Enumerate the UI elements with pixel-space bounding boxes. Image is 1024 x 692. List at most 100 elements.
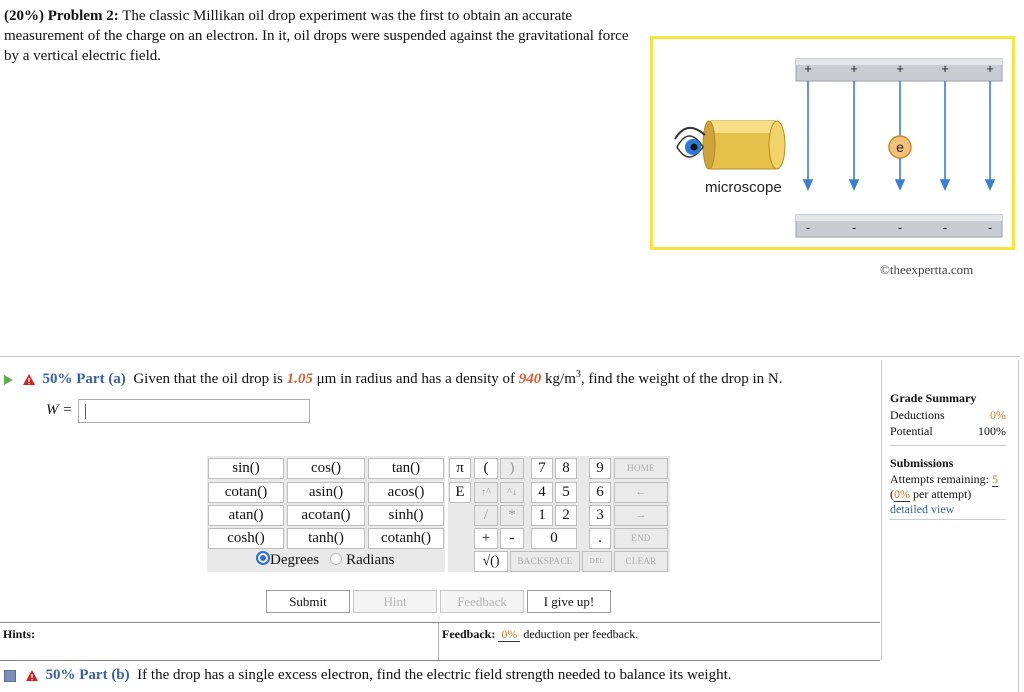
problem-text: The classic Millikan oil drop experiment… [4,8,629,64]
fn-key[interactable]: acos() [368,482,444,503]
close-paren-key[interactable]: ) [500,458,524,479]
per-attempt-text: per attempt) [913,487,972,501]
radius-value: 1.05 [286,371,313,387]
attempts-row: Attempts remaining: 5 [890,472,1006,487]
per-attempt-row: (0% per attempt) [890,487,1006,502]
millikan-diagram: + + + + + - - - - - e microscope [650,36,1015,250]
fn-key[interactable]: cotanh() [368,528,444,549]
submit-button[interactable]: Submit [266,590,350,613]
plus-sign: + [804,61,812,76]
minus-sign: - [806,220,810,235]
fn-key[interactable]: cos() [287,458,365,479]
density-value: 940 [518,371,542,387]
grade-summary: Grade Summary Deductions 0% Potential 10… [890,391,1006,520]
side-divider [881,360,882,660]
submissions-title: Submissions [890,456,954,470]
part-b-percent: 50% [45,667,76,683]
divide-key[interactable]: / [474,505,498,526]
electron-icon [888,135,912,159]
digit-key[interactable]: 5 [555,482,577,503]
section-divider [0,356,1020,357]
digit-key[interactable]: 3 [589,505,611,526]
backspace-key[interactable]: BACKSPACE [510,551,580,572]
radians-label[interactable]: Radians [346,552,395,568]
fn-key[interactable]: tanh() [287,528,365,549]
fn-key[interactable]: tan() [368,458,444,479]
digit-key[interactable]: 9 [589,458,611,479]
fn-key[interactable]: sin() [208,458,284,479]
part-a-percent: 50% [42,371,73,387]
fn-key[interactable]: atan() [208,505,284,526]
hints-divider [0,622,880,623]
pi-key[interactable]: π [449,458,471,479]
feedback-percent: 0% [498,627,521,642]
plus-sign: + [896,61,904,76]
minus-sign: - [852,220,856,235]
e-key[interactable]: E [449,482,471,503]
fn-key[interactable]: cosh() [208,528,284,549]
detailed-view-link[interactable]: detailed view [890,502,1006,520]
part-a-text-before: Given that the oil drop is [133,371,283,387]
text-caret [85,404,86,419]
give-up-button[interactable]: I give up! [527,590,611,613]
fn-key[interactable]: sinh() [368,505,444,526]
collapse-icon[interactable] [4,669,16,682]
digit-key[interactable]: 6 [589,482,611,503]
minus-sign: - [898,220,902,235]
diagram-svg: + + + + + - - - - - e microscope [674,58,1003,238]
potential-value: 100% [978,424,1006,438]
eye-icon [674,127,706,158]
delete-key[interactable]: DEL [582,551,612,572]
plus-sign: + [941,61,949,76]
part-a-text-mid: μm in radius and has a density of [316,371,516,387]
radians-radio[interactable] [330,553,343,565]
angle-mode: Degrees Radians [256,551,394,569]
fn-key[interactable]: asin() [287,482,365,503]
hint-button[interactable]: Hint [353,590,437,613]
degrees-radio[interactable] [256,551,270,565]
minus-sign: - [988,220,992,235]
electron-label: e [896,139,904,155]
expand-triangle-icon[interactable] [4,374,13,385]
degrees-label[interactable]: Degrees [270,552,320,568]
sqrt-key[interactable]: √() [474,551,508,572]
multiply-key[interactable]: * [500,505,524,526]
plus-key[interactable]: + [474,528,498,549]
home-key[interactable]: HOME [614,458,668,479]
fn-key[interactable]: cotan() [208,482,284,503]
warning-icon [22,373,35,386]
up-key[interactable]: ↑^ [474,482,498,503]
warning-icon [25,669,38,682]
feedback-button[interactable]: Feedback [440,590,524,613]
per-attempt-open: ( [890,487,894,501]
minus-key[interactable]: - [500,528,524,549]
right-arrow-key[interactable]: → [614,505,668,526]
digit-key[interactable]: 1 [531,505,553,526]
end-key[interactable]: END [614,528,668,549]
grade-divider [890,445,1006,446]
density-unit: kg/m [545,371,576,387]
down-key[interactable]: ^↓ [500,482,524,503]
microscope-label: microscope [705,179,782,196]
part-b-label: Part (b) [79,667,130,683]
digit-key[interactable]: 4 [531,482,553,503]
digit-key[interactable]: 8 [555,458,577,479]
digit-key[interactable]: 7 [531,458,553,479]
part-a-header: 50% Part (a) Given that the oil drop is … [4,369,884,388]
digit-key[interactable]: 0 [531,528,577,549]
clear-key[interactable]: CLEAR [614,551,668,572]
attempts-value: 5 [991,472,998,487]
hints-feedback-separator [438,622,439,660]
fn-key[interactable]: acotan() [287,505,365,526]
digit-key[interactable]: 2 [555,505,577,526]
part-b-header: 50% Part (b) If the drop has a single ex… [4,667,884,684]
attempts-label: Attempts remaining: [890,472,989,486]
answer-input[interactable] [78,399,310,423]
plus-sign: + [850,61,858,76]
decimal-key[interactable]: . [589,528,611,549]
open-paren-key[interactable]: ( [474,458,498,479]
unit-exponent: 3 [575,369,581,380]
image-credit: ©theexpertta.com [880,262,974,277]
left-arrow-key[interactable]: ← [614,482,668,503]
deductions-label: Deductions [890,408,945,422]
